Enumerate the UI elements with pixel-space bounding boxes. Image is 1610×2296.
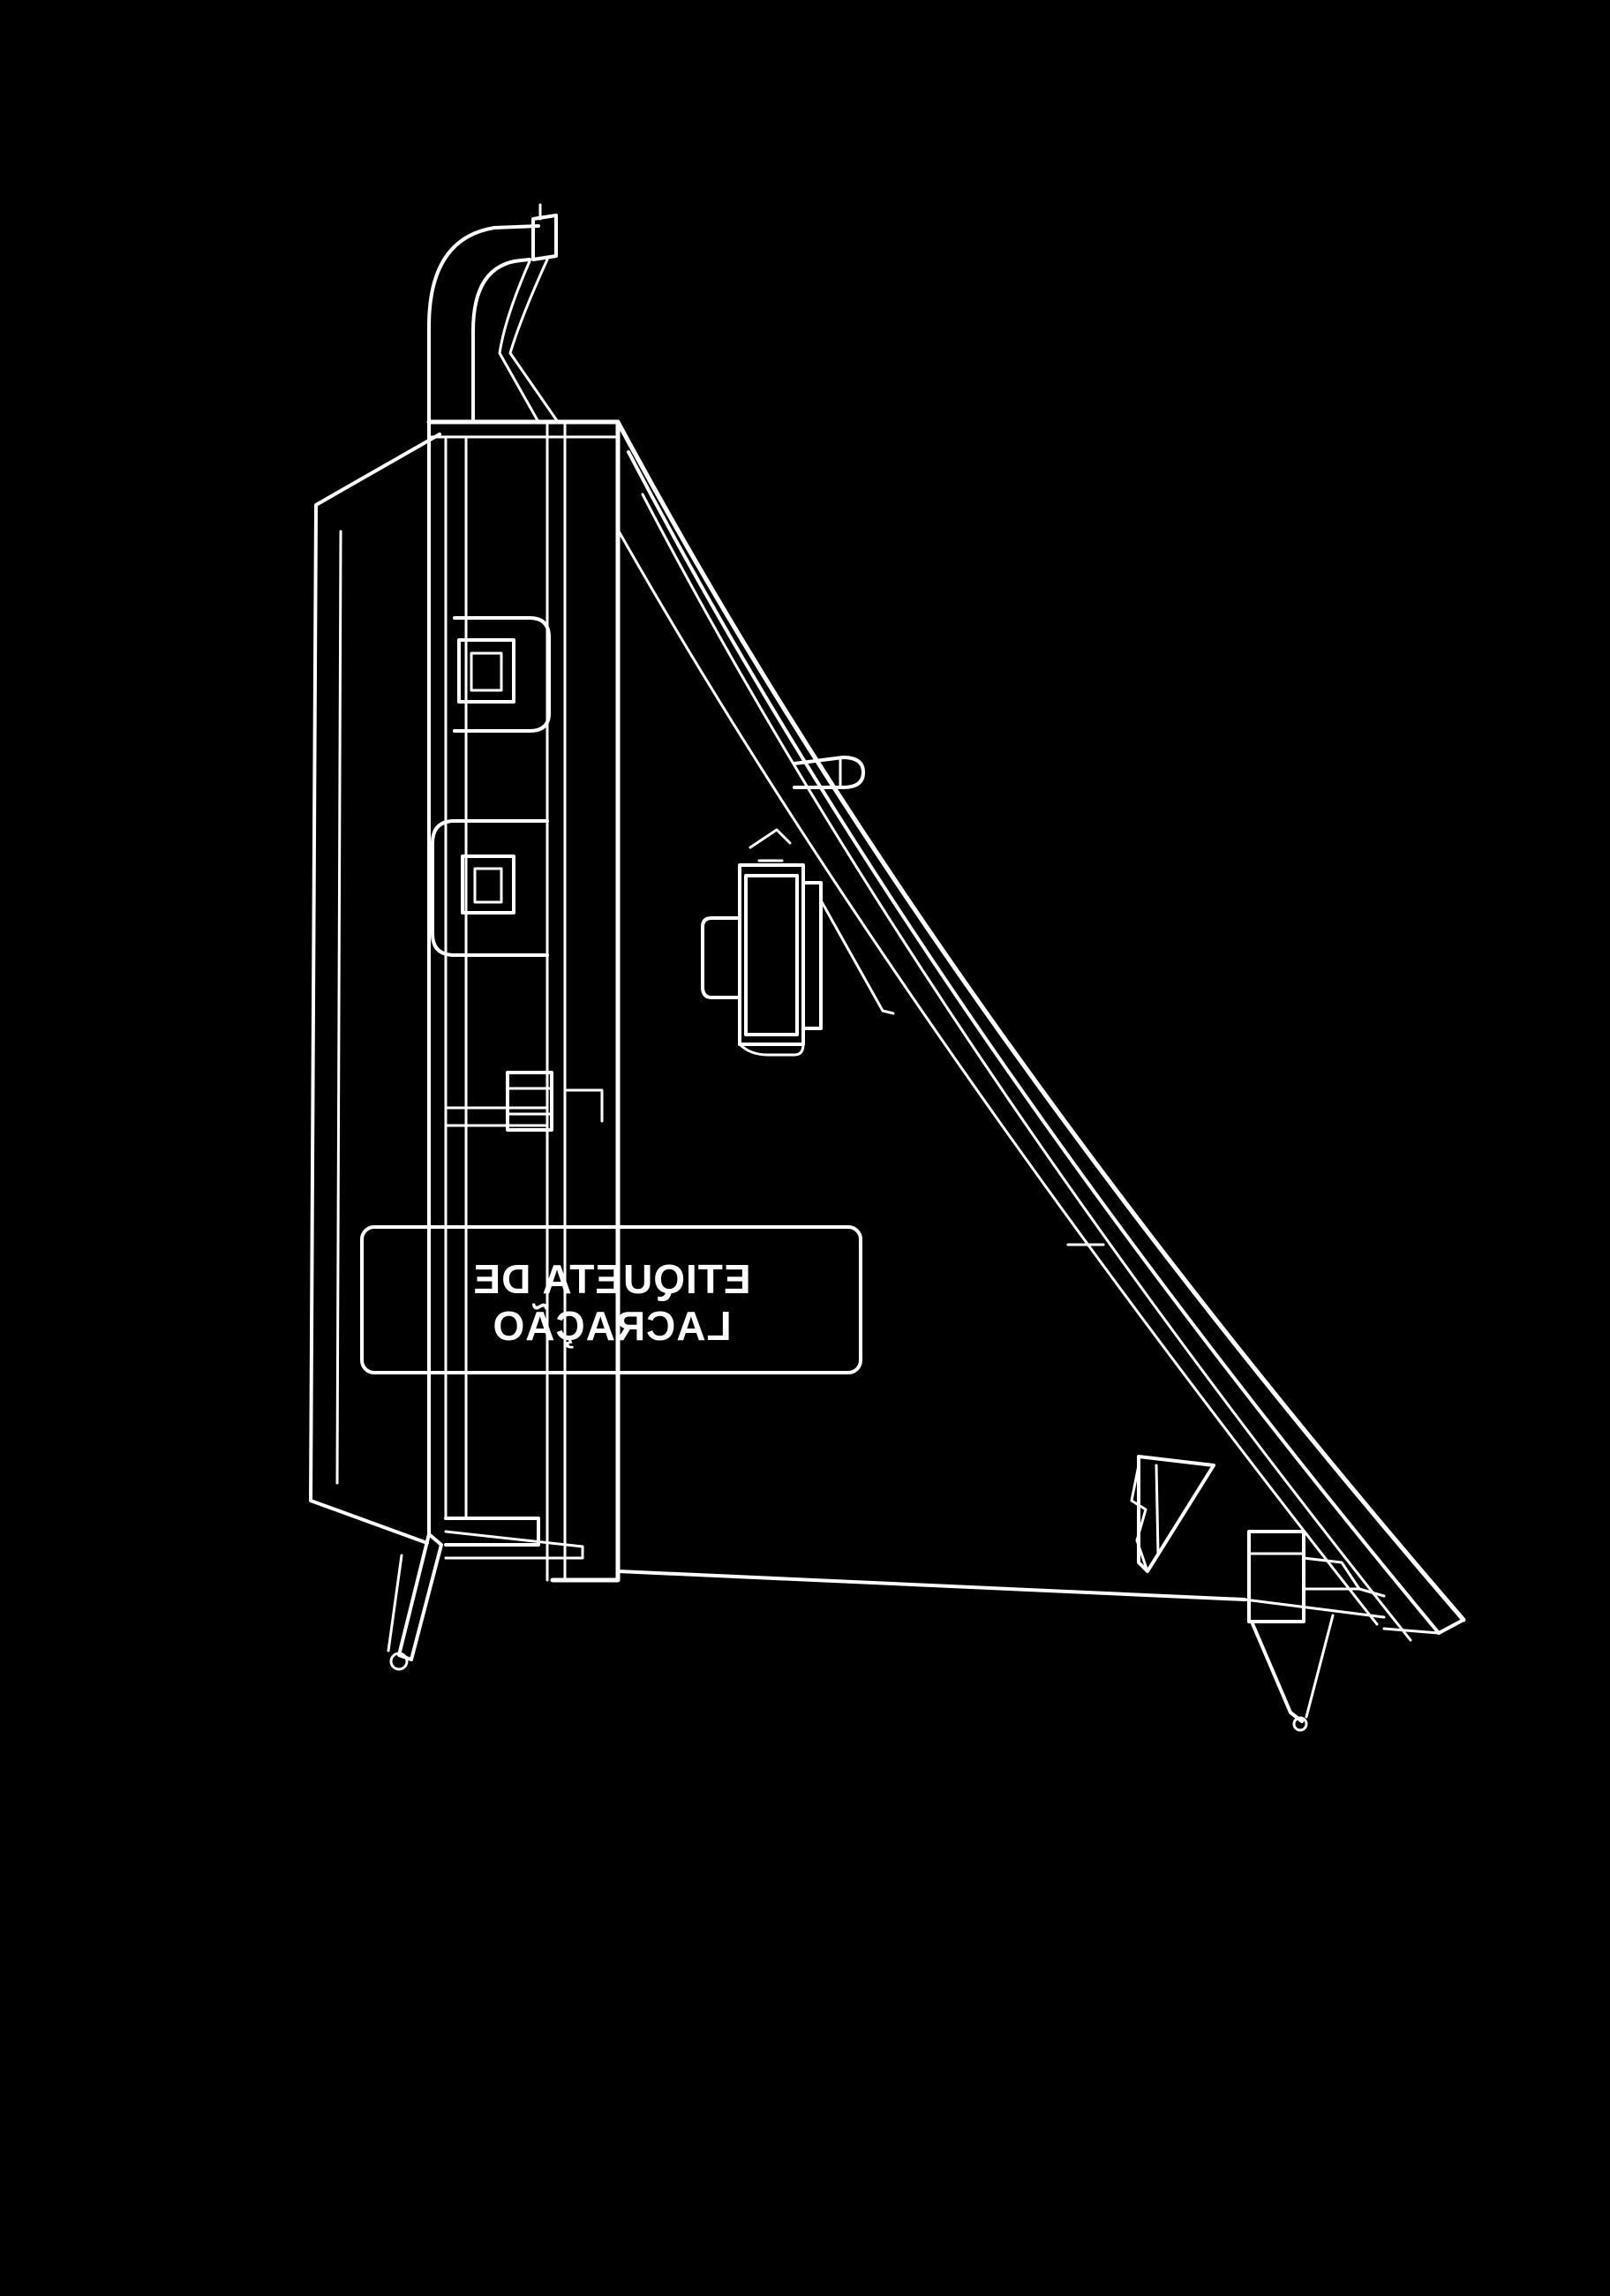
bottom-right-foot (1247, 1530, 1386, 1732)
bottom-left-pin (387, 1517, 584, 1671)
wing-bracket (1130, 1455, 1215, 1573)
sealing-label-box (360, 1225, 862, 1374)
main-column (426, 419, 621, 1583)
column-bolt (506, 1071, 553, 1132)
sealing-label-line-2: LACRAÇÃO (492, 1303, 731, 1349)
bottom-edge (616, 1570, 1386, 1619)
upper-clip (453, 616, 551, 733)
sealing-label: ETIQUETA DE LACRAÇÃO (360, 1225, 862, 1374)
sealing-label-line-1: ETIQUETA DE (472, 1256, 750, 1302)
top-hook (427, 203, 560, 424)
left-housing (309, 433, 441, 1545)
curved-edge (615, 419, 1466, 1642)
sealing-label-text: ETIQUETA DE LACRAÇÃO (472, 1256, 750, 1349)
side-pin (793, 756, 865, 789)
mounting-knob (701, 828, 895, 1057)
middle-clip (431, 819, 549, 957)
